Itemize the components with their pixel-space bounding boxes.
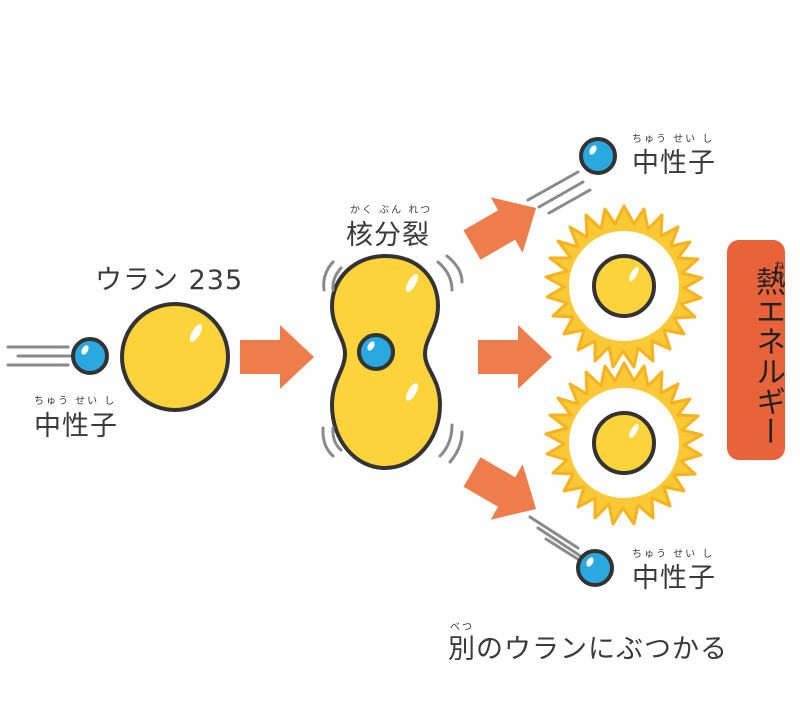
fission-ruby: かく ぶん れつ (350, 205, 433, 216)
heat-energy-box: 熱エネルギー ねつ (727, 240, 785, 460)
neutron-label-bottom: 中性子 (632, 563, 716, 594)
neutron-label-left: 中性子 (34, 411, 118, 442)
arrow-to-fission (240, 325, 314, 389)
hit-other-ruby: べつ (450, 622, 474, 633)
arrow-right (478, 325, 552, 389)
hit-other-uranium-label: 別のウランにぶつかる (448, 634, 728, 665)
outgoing-neutron-bottom (528, 515, 614, 587)
vibration-lines (321, 254, 464, 464)
neutron-ruby-left: ちゅう せい し (34, 396, 117, 407)
heat-sun-top (546, 206, 702, 367)
neutron-ruby-top: ちゅう せい し (632, 134, 715, 145)
uranium-label: ウラン 235 (95, 265, 244, 296)
neutron-ruby-bottom: ちゅう せい し (632, 549, 715, 560)
heat-sun-bottom (546, 363, 702, 524)
neutron-label-top: 中性子 (632, 148, 716, 179)
fission-nucleus (321, 253, 464, 471)
outgoing-neutron-top (526, 137, 617, 215)
heat-energy-label: 熱エネルギー (750, 266, 785, 446)
fission-label: 核分裂 (346, 220, 430, 251)
speed-lines (6, 345, 72, 367)
heat-energy-ruby: ねつ (772, 260, 783, 280)
incoming-neutron (6, 337, 109, 375)
uranium-nucleus (120, 302, 230, 412)
